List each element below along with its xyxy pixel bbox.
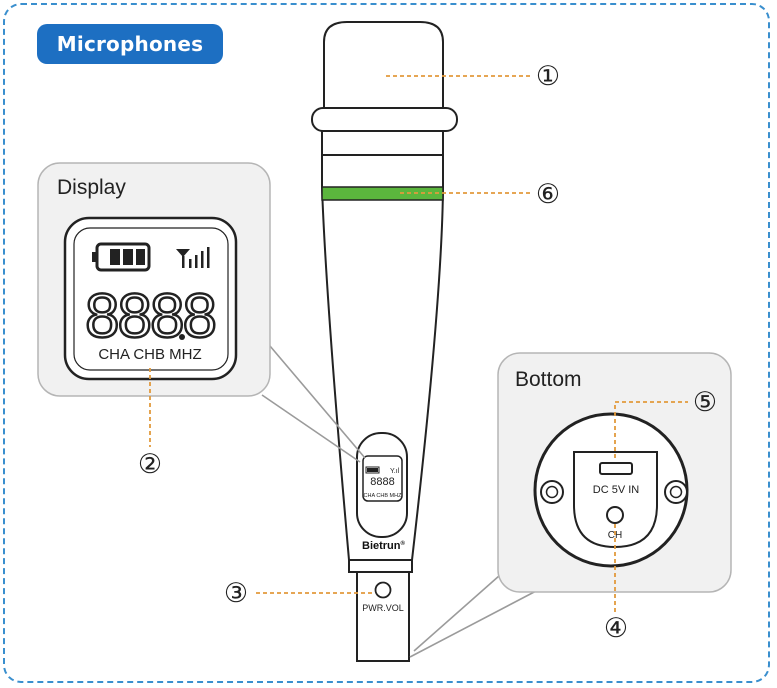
lcd-channels-label: CHA CHB MHZ [98,346,201,363]
callout-1: ① [536,61,560,91]
dashed-frame [3,3,770,683]
mini-channels-label: CHA CHB MHZ [364,493,403,499]
bottom-heading: Bottom [515,368,582,391]
power-button [374,581,392,599]
callout-4: ④ [604,613,628,643]
lcd-inner-frame [73,227,229,371]
callouts: ① ⑥ ② ③ ⑤ ④ [138,61,717,643]
title-badge: Microphones [37,24,223,64]
microphone: Y.ıl 8888 CHA CHB MHZ Bietrun® PWR.VOL [311,21,458,662]
usb-port-icon [599,462,633,475]
callout-5: ⑤ [693,387,717,417]
screw-hole-left [540,480,564,504]
mic-collar [311,107,458,132]
mic-neck [321,130,444,156]
mini-battery-fill [367,468,378,472]
callout-2: ② [138,449,162,479]
display-connector-lines [261,345,366,463]
bottom-panel: Bottom DC 5V IN CH [409,352,732,658]
brand-logo: Bietrun® [362,540,406,552]
mini-battery-icon [365,466,380,474]
channel-button [606,506,624,524]
mic-grille [323,21,444,111]
decimal-point [179,334,185,340]
screw-hole-right [664,480,688,504]
mini-display-digits: 8888 [370,476,394,488]
display-panel: Display 8888 CHA CH [37,162,366,463]
display-heading: Display [57,176,126,199]
port-label: DC 5V IN [593,484,640,496]
leader-lines [149,75,688,612]
lcd-digits: 8888 [85,282,215,351]
power-label: PWR.VOL [362,603,404,613]
battery-icon [92,242,151,272]
callout-3: ③ [224,578,248,608]
callout-6: ⑥ [536,179,560,209]
signal-icon [176,247,210,268]
mic-bottom-band [348,559,413,573]
channel-label: CH [608,530,622,541]
bottom-connector-lines [409,567,539,658]
leader-5 [614,401,688,458]
mini-signal-icon: Y.ıl [390,468,400,475]
